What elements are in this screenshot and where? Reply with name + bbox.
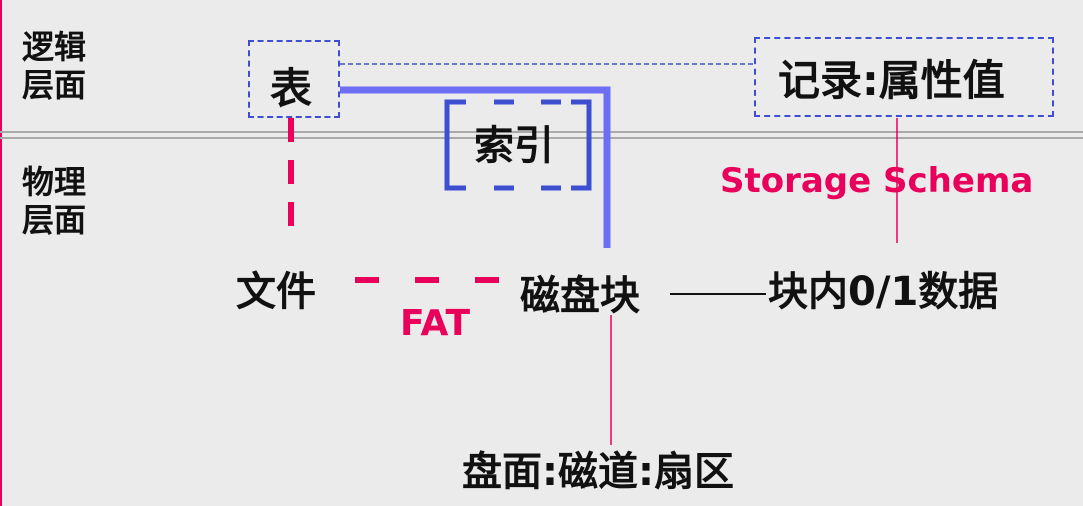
table-node: 表 bbox=[270, 64, 313, 113]
block-data-node: 块内0/1数据 bbox=[768, 269, 999, 315]
storage-schema-label: Storage Schema bbox=[720, 161, 1034, 201]
table-to-block-path bbox=[340, 86, 611, 248]
index-node: 索引 bbox=[474, 123, 554, 169]
fat-label: FAT bbox=[400, 303, 471, 344]
physical-line2: 层面 bbox=[22, 201, 87, 240]
logical-line1: 逻辑 bbox=[22, 28, 87, 66]
physical-line1: 物理 bbox=[22, 163, 87, 201]
record-box bbox=[754, 37, 1054, 117]
logical-line2: 层面 bbox=[22, 66, 87, 105]
logical-layer-label: 逻辑 层面 bbox=[22, 28, 86, 105]
physical-layer-label: 物理 层面 bbox=[22, 163, 86, 240]
disk-address-node: 盘面:磁道:扇区 bbox=[462, 449, 734, 495]
file-node: 文件 bbox=[236, 269, 316, 315]
index-bracket bbox=[444, 99, 592, 191]
table-box bbox=[248, 40, 340, 118]
record-node: 记录:属性值 bbox=[778, 56, 1005, 105]
disk-block-node: 磁盘块 bbox=[520, 273, 640, 319]
